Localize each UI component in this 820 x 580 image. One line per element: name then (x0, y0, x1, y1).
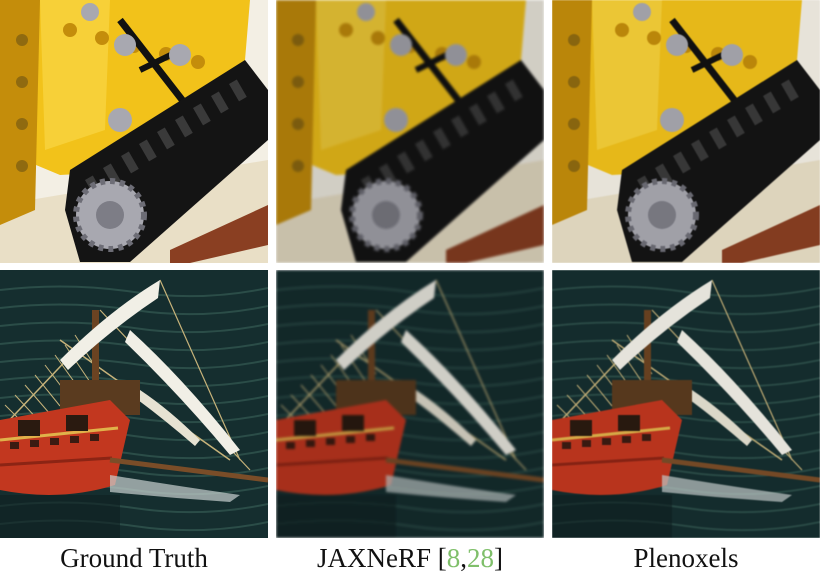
panel-lego-jaxnerf (276, 0, 544, 263)
pirate-ship-image (276, 270, 544, 538)
pirate-ship-image (0, 270, 268, 538)
caption-bracket-open: [ (431, 543, 447, 573)
panel-lego-plenoxels (552, 0, 820, 263)
lego-bulldozer-image (276, 0, 544, 263)
citation-link-28[interactable]: 28 (467, 543, 494, 573)
panel-lego-ground-truth (0, 0, 268, 263)
caption-jaxnerf: JAXNeRF [8,28] (276, 540, 544, 576)
caption-plenoxels: Plenoxels (552, 540, 820, 576)
lego-bulldozer-image (0, 0, 268, 263)
caption-bracket-close: ] (494, 543, 503, 573)
panel-ship-plenoxels (552, 270, 820, 538)
caption-label: Plenoxels (633, 543, 739, 573)
pirate-ship-image (552, 270, 820, 538)
caption-label: Ground Truth (60, 543, 208, 573)
citation-link-8[interactable]: 8 (446, 543, 461, 573)
caption-label: JAXNeRF (316, 543, 431, 573)
caption-separator: , (460, 543, 467, 573)
panel-ship-jaxnerf (276, 270, 544, 538)
caption-ground-truth: Ground Truth (0, 540, 268, 576)
panel-ship-ground-truth (0, 270, 268, 538)
lego-bulldozer-image (552, 0, 820, 263)
